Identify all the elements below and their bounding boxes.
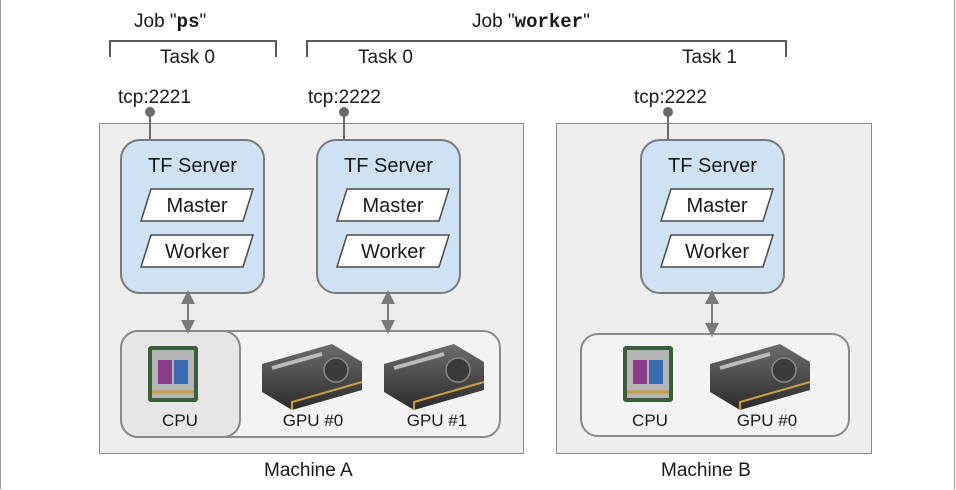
gpu-card-icon: [262, 344, 363, 410]
server-title: TF Server: [344, 155, 433, 177]
task-worker-0: Task 0: [358, 47, 413, 68]
port-worker-task0: tcp:2222: [308, 87, 381, 108]
port-worker-task1: tcp:2222: [634, 87, 707, 108]
device-label-gpu0-a: GPU #0: [282, 411, 344, 430]
machine-a-label: Machine A: [264, 460, 353, 481]
server-title: TF Server: [668, 155, 757, 177]
master-label-worker0: Master: [362, 195, 424, 217]
bracket-worker: [306, 40, 787, 57]
machine-b-label: Machine B: [661, 460, 751, 481]
master-label-worker1: Master: [686, 195, 748, 217]
worker-label-worker1: Worker: [684, 241, 750, 263]
cpu-chip-icon: [148, 346, 198, 402]
port-ps-task0: tcp:2221: [118, 87, 191, 108]
task-ps-0: Task 0: [160, 47, 215, 68]
cpu-chip-icon: [623, 346, 673, 402]
worker-label-worker0: Worker: [360, 241, 426, 263]
gpu-card-icon: [710, 344, 811, 410]
gpu-card-icon: [384, 344, 485, 410]
job-worker-title: Job "worker": [472, 11, 590, 33]
server-title: TF Server: [148, 155, 237, 177]
worker-label-ps: Worker: [164, 241, 230, 263]
device-label-gpu1-a: GPU #1: [406, 411, 468, 430]
device-label-gpu0-b: GPU #0: [736, 411, 798, 430]
master-label-ps: Master: [166, 195, 228, 217]
port-connectors: [145, 107, 673, 139]
device-label-cpu-b: CPU: [632, 411, 668, 430]
server-device-arrows: [181, 290, 719, 337]
master-worker-shapes: [139, 188, 775, 268]
job-ps-title: Job "ps": [134, 11, 207, 33]
device-label-cpu-a: CPU: [162, 411, 198, 430]
bracket-ps: [109, 40, 277, 57]
task-worker-1: Task 1: [682, 47, 737, 68]
